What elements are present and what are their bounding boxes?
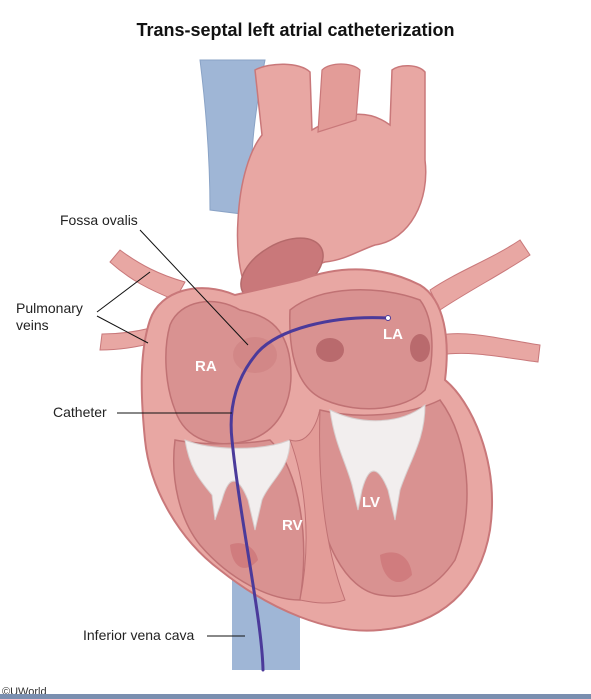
interventricular-septum [289,409,346,604]
label-pulmonary-veins-line2: veins [16,317,49,333]
label-lv: LV [362,494,381,511]
left-atrium-chamber [289,289,433,410]
label-pulmonary-veins-line1: Pulmonary [16,300,83,316]
left-pulmonary-vein-upper [429,239,531,311]
leader-pulmonary-2 [96,315,149,344]
pv-opening-2 [410,334,430,362]
tricuspid-valve [184,439,291,531]
aortic-branch-1 [317,63,361,133]
label-la: LA [383,326,403,343]
label-catheter: Catheter [53,404,107,420]
right-atrium-chamber [165,300,292,445]
bottom-strip [0,694,591,699]
label-inferior-vena-cava: Inferior vena cava [83,627,195,643]
label-fossa-ovalis: Fossa ovalis [60,212,138,228]
leader-fossa-ovalis [139,229,249,346]
right-pulmonary-vein-upper [109,249,186,301]
leader-pulmonary-1 [96,271,151,313]
pv-opening-1 [316,338,344,362]
label-ra: RA [195,358,217,375]
papillary-muscle-rv [230,543,258,568]
mitral-valve [329,403,426,521]
left-pulmonary-vein-lower [439,333,541,363]
catheter [229,316,390,672]
label-rv: RV [282,517,303,534]
papillary-muscle-lv [380,552,412,583]
figure-title: Trans-septal left atrial catheterization [136,20,455,40]
catheter-tip [385,315,391,321]
